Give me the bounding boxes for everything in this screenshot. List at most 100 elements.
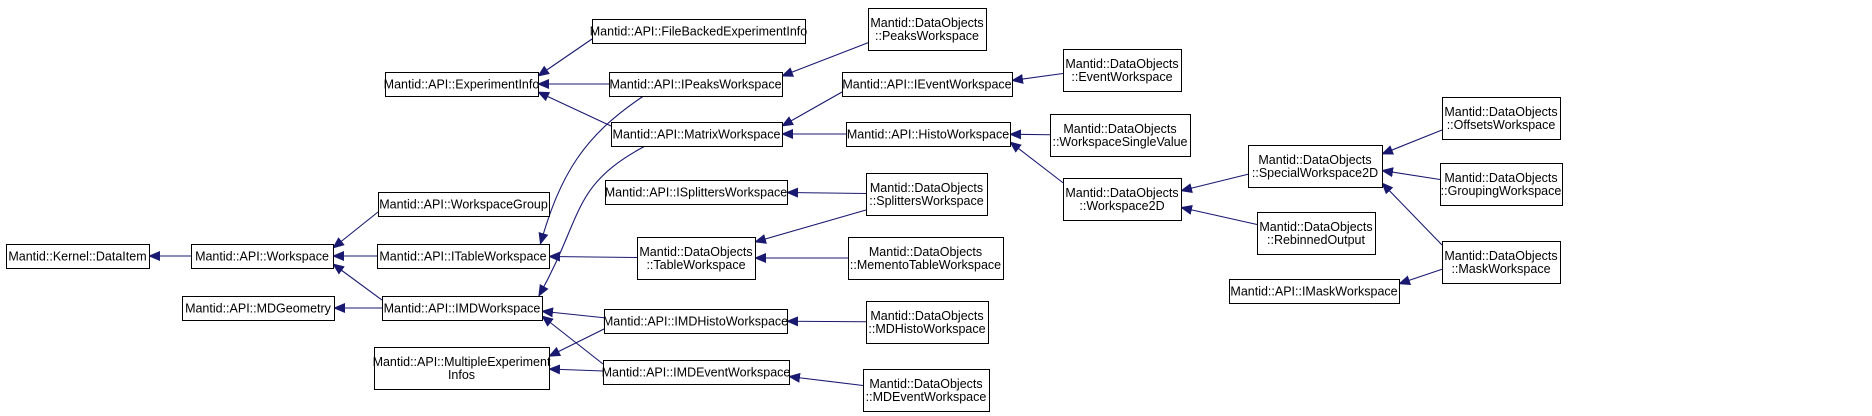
node-box xyxy=(863,369,990,412)
node-peaksworkspace[interactable]: Mantid::DataObjects::PeaksWorkspace xyxy=(868,8,987,51)
node-histoworkspace[interactable]: Mantid::API::HistoWorkspace xyxy=(846,122,1011,147)
edge-groupingworkspace-to-specialworkspace2d xyxy=(1381,167,1441,181)
node-mementotable[interactable]: Mantid::DataObjects::MementoTableWorkspa… xyxy=(848,237,1004,280)
node-label: Mantid::DataObjects xyxy=(870,309,983,323)
node-experimentinfo[interactable]: Mantid::API::ExperimentInfo xyxy=(384,72,540,97)
node-label: Mantid::DataObjects xyxy=(869,377,982,391)
node-label: ::MementoTableWorkspace xyxy=(850,258,1001,272)
node-label: Mantid::DataObjects xyxy=(870,16,983,30)
node-workspacegroup[interactable]: Mantid::API::WorkspaceGroup xyxy=(378,192,550,217)
node-box xyxy=(377,244,550,269)
node-matrixworkspace[interactable]: Mantid::API::MatrixWorkspace xyxy=(611,122,783,147)
node-label: Mantid::API::Workspace xyxy=(195,250,329,264)
node-box xyxy=(609,72,783,97)
node-label: Mantid::DataObjects xyxy=(1444,249,1557,263)
node-imdevent[interactable]: Mantid::API::IMDEventWorkspace xyxy=(602,360,791,385)
edge-imdworkspace-to-workspace xyxy=(332,263,383,301)
edge-ipeaksworkspace-to-itableworkspace xyxy=(538,95,644,245)
node-box xyxy=(842,72,1013,97)
edge-imdhisto-to-multiexp xyxy=(548,328,605,357)
node-label: ::MDHistoWorkspace xyxy=(868,322,985,336)
node-label: Mantid::DataObjects xyxy=(1063,122,1176,136)
node-box xyxy=(637,237,756,280)
node-label: Mantid::API::ITableWorkspace xyxy=(379,250,546,264)
node-label: Mantid::DataObjects xyxy=(1259,220,1372,234)
node-offsetsworkspace[interactable]: Mantid::DataObjects::OffsetsWorkspace xyxy=(1442,97,1561,140)
node-box xyxy=(385,72,539,97)
node-box xyxy=(611,122,783,147)
edge-ieventworkspace-to-matrixworkspace xyxy=(781,91,843,127)
node-label: Mantid::DataObjects xyxy=(1258,153,1371,167)
edge-eventworkspace-to-ieventworkspace xyxy=(1011,72,1064,84)
node-imdhisto[interactable]: Mantid::API::IMDHistoWorkspace xyxy=(603,309,788,334)
node-dataitem[interactable]: Mantid::Kernel::DataItem xyxy=(6,244,150,269)
edge-matrixworkspace-to-imdworkspace xyxy=(538,145,646,297)
node-label: Mantid::API::IMaskWorkspace xyxy=(1230,285,1397,299)
node-box xyxy=(6,244,150,269)
node-ieventworkspace[interactable]: Mantid::API::IEventWorkspace xyxy=(842,72,1013,97)
node-box xyxy=(605,180,788,205)
node-box xyxy=(378,192,550,217)
node-mdgeometry[interactable]: Mantid::API::MDGeometry xyxy=(182,296,335,321)
node-mdhistoworkspace[interactable]: Mantid::DataObjects::MDHistoWorkspace xyxy=(866,301,989,344)
node-label: Mantid::API::WorkspaceGroup xyxy=(379,198,548,212)
node-label: Infos xyxy=(448,368,475,382)
node-wssinglevalue[interactable]: Mantid::DataObjects::WorkspaceSingleValu… xyxy=(1050,114,1191,157)
node-label: Mantid::API::IMDWorkspace xyxy=(384,302,541,316)
node-box xyxy=(866,173,988,216)
edge-peaksworkspace-to-ipeaksworkspace xyxy=(781,42,869,77)
node-label: ::SplittersWorkspace xyxy=(869,194,983,208)
node-imdworkspace[interactable]: Mantid::API::IMDWorkspace xyxy=(382,296,543,321)
node-rebinnedoutput[interactable]: Mantid::DataObjects::RebinnedOutput xyxy=(1257,212,1376,255)
node-label: ::WorkspaceSingleValue xyxy=(1052,135,1187,149)
node-box xyxy=(1050,114,1191,157)
node-maskworkspace[interactable]: Mantid::DataObjects::MaskWorkspace xyxy=(1442,241,1561,284)
node-isplitters[interactable]: Mantid::API::ISplittersWorkspace xyxy=(605,180,788,205)
node-splittersworkspace[interactable]: Mantid::DataObjects::SplittersWorkspace xyxy=(866,173,988,216)
node-groupingworkspace[interactable]: Mantid::DataObjects::GroupingWorkspace xyxy=(1440,163,1563,206)
node-box xyxy=(868,8,987,51)
node-imaskworkspace[interactable]: Mantid::API::IMaskWorkspace xyxy=(1229,279,1400,304)
edge-imdhisto-to-imdworkspace xyxy=(541,307,605,319)
node-mdeventworkspace[interactable]: Mantid::DataObjects::MDEventWorkspace xyxy=(863,369,990,412)
node-box xyxy=(592,19,806,44)
node-label: Mantid::API::MultipleExperiment xyxy=(373,355,551,369)
node-label: Mantid::API::ISplittersWorkspace xyxy=(605,186,788,200)
node-workspace2d[interactable]: Mantid::DataObjects::Workspace2D xyxy=(1063,178,1182,221)
node-label: Mantid::API::MatrixWorkspace xyxy=(613,128,781,142)
node-box xyxy=(1248,145,1383,188)
node-label: Mantid::DataObjects xyxy=(1444,171,1557,185)
edge-filebacked-to-experimentinfo xyxy=(537,38,593,77)
node-label: Mantid::DataObjects xyxy=(869,245,982,259)
edges-layer xyxy=(148,38,1443,387)
node-label: Mantid::API::IEventWorkspace xyxy=(842,78,1011,92)
node-tableworkspace[interactable]: Mantid::DataObjects::TableWorkspace xyxy=(637,237,756,280)
edge-wssinglevalue-to-histoworkspace xyxy=(1009,129,1051,140)
edge-maskworkspace-to-specialworkspace2d xyxy=(1381,182,1443,246)
node-box xyxy=(1442,241,1561,284)
node-eventworkspace[interactable]: Mantid::DataObjects::EventWorkspace xyxy=(1063,49,1182,92)
node-ipeaksworkspace[interactable]: Mantid::API::IPeaksWorkspace xyxy=(609,72,783,97)
edge-splittersworkspace-to-isplitters xyxy=(786,187,867,198)
edge-offsetsworkspace-to-specialworkspace2d xyxy=(1381,129,1443,155)
edge-imdevent-to-imdworkspace xyxy=(541,315,604,365)
node-filebacked[interactable]: Mantid::API::FileBackedExperimentInfo xyxy=(590,19,808,44)
node-workspace[interactable]: Mantid::API::Workspace xyxy=(191,244,334,269)
edge-workspacegroup-to-workspace xyxy=(332,211,379,249)
node-box xyxy=(1257,212,1376,255)
node-label: Mantid::API::HistoWorkspace xyxy=(847,128,1009,142)
node-box xyxy=(1442,97,1561,140)
edge-rebinnedoutput-to-workspace2d xyxy=(1180,205,1258,226)
node-label: Mantid::DataObjects xyxy=(1444,105,1557,119)
node-label: ::PeaksWorkspace xyxy=(875,29,979,43)
node-label: ::MDEventWorkspace xyxy=(866,390,987,404)
node-box xyxy=(603,360,790,385)
edge-specialworkspace2d-to-workspace2d xyxy=(1180,173,1249,193)
node-label: Mantid::DataObjects xyxy=(1065,186,1178,200)
node-itableworkspace[interactable]: Mantid::API::ITableWorkspace xyxy=(377,244,550,269)
node-label: ::TableWorkspace xyxy=(646,258,745,272)
node-specialworkspace2d[interactable]: Mantid::DataObjects::SpecialWorkspace2D xyxy=(1248,145,1383,188)
node-box xyxy=(848,237,1004,280)
node-box xyxy=(191,244,334,269)
